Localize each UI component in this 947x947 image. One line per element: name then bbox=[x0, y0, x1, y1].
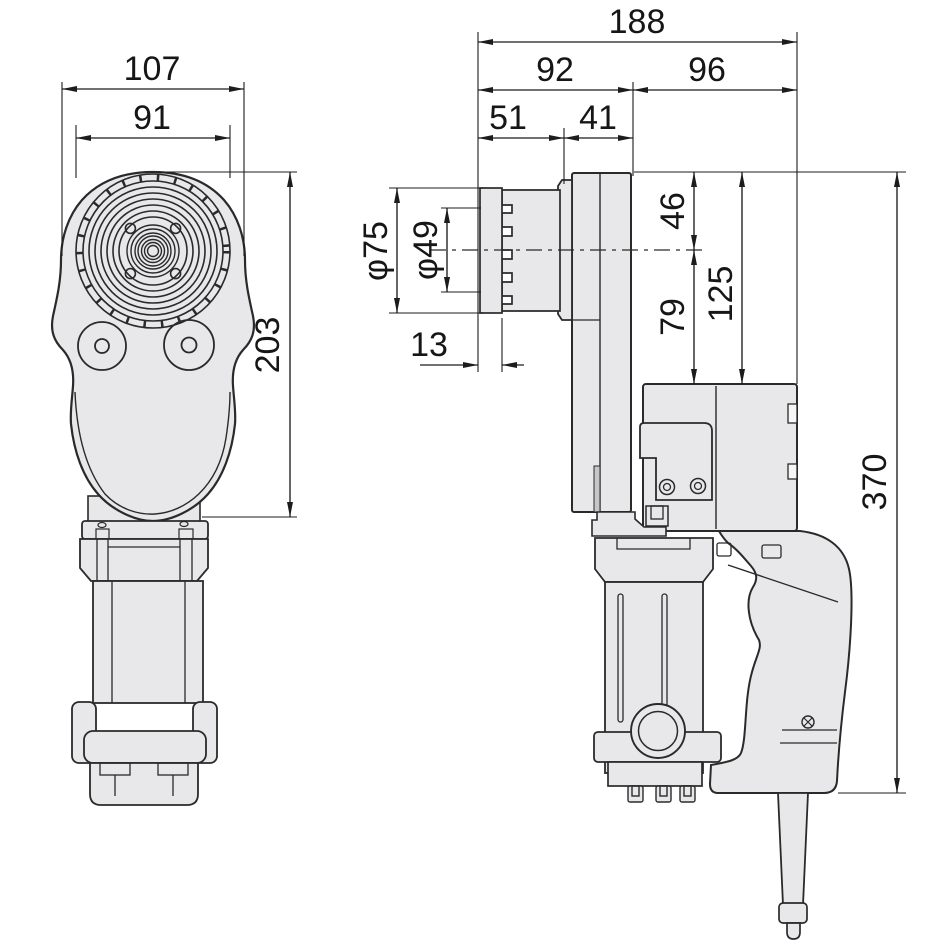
front-barrel-lines bbox=[111, 581, 186, 703]
dim-label-overall-height: 370 bbox=[856, 454, 894, 511]
bracket-screw bbox=[689, 477, 707, 495]
socket-lobe bbox=[169, 222, 182, 235]
front-collar bbox=[79, 538, 209, 582]
plate-screw bbox=[179, 520, 189, 528]
dim-label-center-to-top: 46 bbox=[654, 192, 692, 230]
dim-label-tip-inner-dia: φ49 bbox=[407, 220, 445, 280]
front-body-inner-line bbox=[74, 391, 231, 515]
socket-lobe bbox=[124, 267, 137, 280]
serration-tick-ring bbox=[76, 174, 230, 328]
handle-seam-lines bbox=[780, 729, 837, 744]
handle-top-bump bbox=[761, 544, 782, 559]
dim-label-side-overall-length: 188 bbox=[609, 3, 666, 41]
side-view bbox=[430, 172, 853, 940]
front-flange-plate bbox=[81, 520, 209, 540]
housing-vent bbox=[787, 403, 798, 424]
dim-label-front-overall-width: 107 bbox=[124, 50, 181, 88]
front-barrel bbox=[92, 580, 204, 704]
front-screw-bosses bbox=[77, 319, 215, 371]
plate-screw bbox=[97, 521, 107, 529]
socket-lobe bbox=[124, 222, 137, 235]
bracket-screw bbox=[693, 481, 703, 491]
handle-screw-cross bbox=[803, 717, 813, 727]
front-view bbox=[50, 170, 256, 806]
dim-label-side-rear-section: 96 bbox=[688, 51, 726, 89]
dim-label-center-to-housing: 79 bbox=[654, 298, 692, 336]
dim-label-side-socket-length: 51 bbox=[489, 99, 527, 137]
dim-label-tip-outer-dia: φ75 bbox=[357, 221, 395, 281]
dimension-layer: 107 91 203 188 92 96 51 41 φ75 φ49 13 46… bbox=[61, 3, 906, 794]
power-cord bbox=[777, 792, 809, 906]
front-handle-notch-lines bbox=[114, 775, 174, 796]
side-gear-bracket bbox=[639, 422, 713, 501]
cord-ferrule bbox=[778, 902, 808, 924]
side-clip-inner bbox=[650, 505, 664, 520]
handle-grip-line bbox=[727, 564, 839, 603]
handle-top-bump bbox=[716, 542, 732, 557]
side-l-bracket bbox=[591, 511, 667, 537]
dim-label-side-case-length: 41 bbox=[579, 99, 617, 137]
dim-label-top-to-housing: 125 bbox=[702, 266, 740, 323]
side-feet bbox=[627, 785, 696, 803]
side-collar bbox=[594, 537, 714, 583]
dim-label-tip-depth: 13 bbox=[410, 326, 448, 364]
dim-label-front-ring-width: 91 bbox=[133, 99, 171, 137]
side-handle bbox=[708, 530, 853, 794]
bracket-screw bbox=[662, 482, 672, 492]
front-handle-block bbox=[89, 762, 199, 806]
dim-label-front-head-height: 203 bbox=[249, 317, 287, 374]
side-bottom-cap bbox=[607, 761, 703, 787]
side-collar-lip bbox=[616, 538, 691, 550]
bracket-screw bbox=[658, 478, 676, 496]
socket-lobe bbox=[169, 267, 182, 280]
side-gear-slab bbox=[571, 172, 632, 513]
housing-vent bbox=[787, 463, 798, 480]
slab-dark-strip bbox=[593, 465, 601, 513]
handle-screw bbox=[801, 715, 815, 729]
front-socket-rings bbox=[75, 173, 231, 329]
dim-label-side-front-section: 92 bbox=[536, 51, 574, 89]
side-clip bbox=[645, 505, 669, 527]
side-boss-ring-inner bbox=[637, 710, 679, 752]
front-handle-crossbar bbox=[83, 730, 207, 764]
barrel-groove bbox=[617, 593, 624, 723]
front-collar-facets bbox=[96, 539, 193, 581]
cord-tip bbox=[786, 922, 801, 940]
